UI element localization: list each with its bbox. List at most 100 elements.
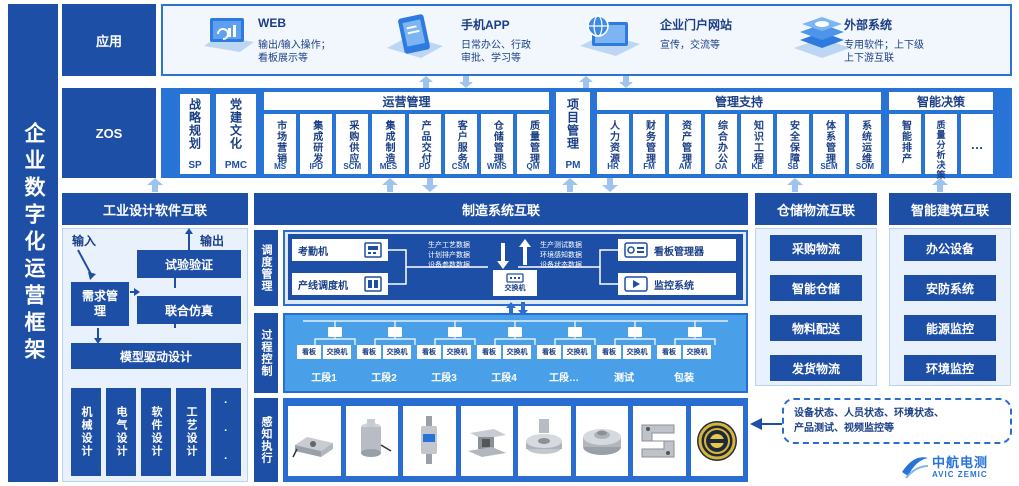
design-process: 工艺设计 [176, 388, 206, 476]
spoke-sensor-icon [518, 406, 571, 476]
building-env: 环境监控 [904, 355, 996, 381]
zos-module-wms-name: 仓储管理 [491, 120, 503, 164]
design-sim-box: 联合仿真 [137, 296, 241, 324]
section-1-label: 工段1 [311, 373, 337, 384]
zos-pm-name: 项目管理 [565, 98, 580, 150]
dispatch-process-arrows [505, 302, 529, 316]
section-3-kanban: 看板 [417, 345, 441, 359]
zos-pm-code: PM [565, 160, 581, 171]
dispatch-line-scheduler-label: 产线调度机 [298, 280, 348, 292]
building-office: 办公设备 [904, 235, 996, 261]
design-mechanical: 机械设计 [71, 388, 101, 476]
warehouse-purchase: 采购物流 [770, 235, 862, 261]
section-more-switch: 交换机 [563, 345, 591, 359]
app-mobile-name: 手机APP [461, 18, 510, 32]
dispatch-kanban-manager-label: 看板管理器 [654, 246, 704, 258]
app-external-name: 外部系统 [844, 18, 893, 32]
dispatch-switch-label: 交换机 [504, 285, 526, 292]
zos-pmc-name: 党建文化 [228, 98, 243, 150]
kanban-manager-icon [624, 242, 648, 258]
monitoring-icon [624, 276, 648, 292]
section-2-label: 工段2 [371, 373, 397, 384]
zos-strategy-sp: 战略规划 SP [180, 94, 210, 174]
section-test-label: 测试 [614, 373, 634, 384]
column-sensor-icon [345, 406, 398, 476]
zos-module-scheduling-name: 智能排产 [899, 120, 911, 164]
process-label: 过程控制 [260, 329, 272, 377]
design-output-label: 输出 [200, 234, 225, 248]
zos-pmc-code: PMC [224, 160, 248, 171]
zos-module-am-name: 资产管理 [679, 120, 691, 164]
zos-sp-name: 战略规划 [187, 98, 202, 150]
section-3-label: 工段3 [431, 373, 457, 384]
section-3: 看板交换机 工段3 [417, 345, 471, 389]
scheduler-icon [364, 276, 382, 292]
data-right-state: 设备状态数据 [540, 262, 582, 269]
section-2-switch: 交换机 [383, 345, 411, 359]
design-input-label: 输入 [72, 234, 97, 248]
section-2-kanban: 看板 [357, 345, 381, 359]
load-cell-icon [288, 406, 341, 476]
app-mobile-desc1: 日常办公、行政 [461, 40, 531, 51]
callout-box: 设备状态、人员状态、环境状态、 产品测试、视频监控等 [782, 398, 1012, 444]
zos-module-oa-name: 综合办公 [715, 120, 727, 164]
process-label-box: 过程控制 [254, 313, 278, 393]
zos-module-am-code: AM [678, 162, 692, 171]
section-1-kanban: 看板 [297, 345, 321, 359]
process-tree-lines [283, 313, 748, 393]
section-pack-label: 包装 [674, 373, 694, 384]
zos-module-ms-code: MS [274, 162, 287, 171]
section-test-switch: 交换机 [623, 345, 651, 359]
app-portal-desc1: 宣传，交流等 [660, 40, 720, 51]
dispatch-attendance: 考勤机 [292, 239, 388, 261]
data-right-test: 生产测试数据 [540, 242, 582, 249]
design-software-label: 软件设计 [150, 406, 162, 458]
zos-module-scheduling: 智能排产 [889, 114, 921, 174]
zos-module-quality-analysis: 质量分析决策 [925, 114, 957, 180]
design-more-label: · · · [220, 397, 232, 467]
logo-swoosh-icon [902, 457, 929, 479]
dispatch-updown-arrows [495, 239, 535, 269]
building-security: 安防系统 [904, 275, 996, 301]
zos-module-ke-code: KE [751, 162, 763, 171]
data-left-plan: 计划排产数据 [428, 252, 470, 259]
attendance-machine-icon [364, 242, 382, 258]
section-1: 看板交换机 工段1 [297, 345, 351, 389]
company-logo: 中航电测 AVIC ZEMIC [900, 450, 1012, 482]
zos-operations-title: 运营管理 [264, 92, 549, 110]
zos-module-sb-name: 安全保障 [787, 120, 799, 164]
zos-module-ke-name: 知识工程 [751, 120, 763, 164]
building-energy: 能源监控 [904, 315, 996, 341]
dispatch-kanban-manager: 看板管理器 [618, 239, 736, 261]
sensing-label-box: 感知执行 [254, 398, 278, 482]
section-4-label: 工段4 [491, 373, 517, 384]
design-more: · · · [211, 388, 241, 476]
design-process-label: 工艺设计 [185, 406, 197, 458]
design-electrical-label: 电气设计 [115, 406, 127, 458]
zos-module-mes-code: MES [379, 162, 398, 171]
weighing-module-icon [460, 406, 513, 476]
app-item-web: WEB 输出/输入操作； 看板展示等 [200, 10, 400, 70]
dispatch-label-box: 调度管理 [254, 230, 278, 306]
logo-sub: AVIC ZEMIC [932, 470, 988, 479]
app-web-desc2: 看板展示等 [258, 53, 308, 64]
section-more: 看板交换机 工段… [537, 345, 591, 389]
rfid-coil-icon [690, 406, 743, 476]
section-4-kanban: 看板 [477, 345, 501, 359]
sensing-label: 感知执行 [260, 416, 272, 464]
building-title: 智能建筑互联 [889, 193, 1011, 225]
zos-module-hr-code: HR [607, 162, 619, 171]
section-test-kanban: 看板 [597, 345, 621, 359]
zos-project-pm: 项目管理 PM [556, 92, 590, 174]
